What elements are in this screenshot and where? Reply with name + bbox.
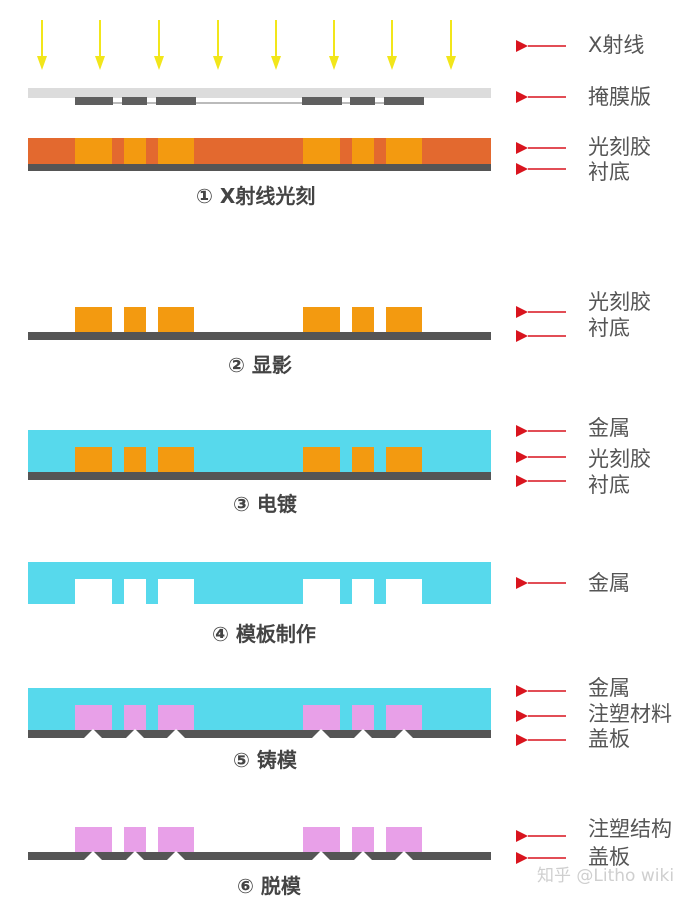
mask-absorber	[302, 97, 342, 105]
caption-step-2: ② 显影	[228, 353, 292, 377]
xray-arrow	[387, 20, 397, 70]
caption-step-4: ④ 模板制作	[212, 622, 316, 646]
substrate	[28, 164, 491, 171]
xray-arrow	[329, 20, 339, 70]
substrate	[28, 332, 491, 340]
step-6-demolding	[28, 827, 566, 864]
photoresist-layer	[28, 138, 491, 164]
injection-holes	[84, 851, 413, 860]
label-substrate: 衬底	[588, 473, 630, 497]
xray-arrows	[37, 20, 456, 70]
pointer-arrows	[516, 425, 566, 487]
step-2-development	[28, 306, 566, 342]
photoresist-structures	[75, 307, 422, 332]
label-metal: 金属	[588, 416, 630, 440]
step-4-mold-insert	[28, 562, 566, 604]
label-xray: X射线	[588, 33, 645, 57]
molded-structures	[75, 827, 422, 852]
caption-step-3: ③ 电镀	[233, 492, 297, 516]
cover-plate	[28, 852, 491, 860]
xray-arrow	[446, 20, 456, 70]
step-1-xray-lithography	[28, 20, 566, 175]
xray-arrow	[95, 20, 105, 70]
label-metal: 金属	[588, 571, 630, 595]
xray-arrow	[154, 20, 164, 70]
label-metal: 金属	[588, 676, 630, 700]
label-substrate: 衬底	[588, 160, 630, 184]
mask	[28, 88, 491, 105]
step-3-electroplating	[28, 425, 566, 487]
xray-arrow	[37, 20, 47, 70]
mask-absorber	[75, 97, 113, 105]
caption-step-6: ⑥ 脱模	[237, 874, 301, 898]
label-substrate: 衬底	[588, 316, 630, 340]
pointer-arrows	[516, 306, 566, 342]
caption-step-5: ⑤ 铸模	[233, 748, 297, 772]
caption-step-1: ① X射线光刻	[196, 184, 316, 208]
xray-arrow	[213, 20, 223, 70]
mask-absorber	[384, 97, 424, 105]
mask-absorber	[122, 97, 147, 105]
label-molding-material: 注塑材料	[588, 702, 672, 726]
mask-absorber	[350, 97, 375, 105]
pointer-arrows	[516, 40, 566, 175]
xray-arrow	[271, 20, 281, 70]
label-photoresist: 光刻胶	[588, 447, 651, 471]
mold-cavities	[75, 579, 422, 604]
molding-material	[75, 705, 422, 730]
injection-holes	[84, 729, 413, 738]
label-cover-plate: 盖板	[588, 727, 630, 751]
label-photoresist: 光刻胶	[588, 290, 651, 314]
watermark: 知乎 @Litho wiki	[537, 866, 675, 886]
pointer-arrows	[516, 830, 566, 864]
mask-absorber	[156, 97, 196, 105]
cover-plate	[28, 730, 491, 738]
pointer-arrows	[516, 685, 566, 746]
label-mask: 掩膜版	[588, 85, 651, 109]
label-cover-plate: 盖板	[588, 845, 630, 869]
substrate	[28, 472, 491, 480]
step-5-molding	[28, 685, 566, 746]
label-photoresist: 光刻胶	[588, 135, 651, 159]
label-molded-structure: 注塑结构	[588, 817, 672, 841]
photoresist-structures	[75, 447, 422, 472]
